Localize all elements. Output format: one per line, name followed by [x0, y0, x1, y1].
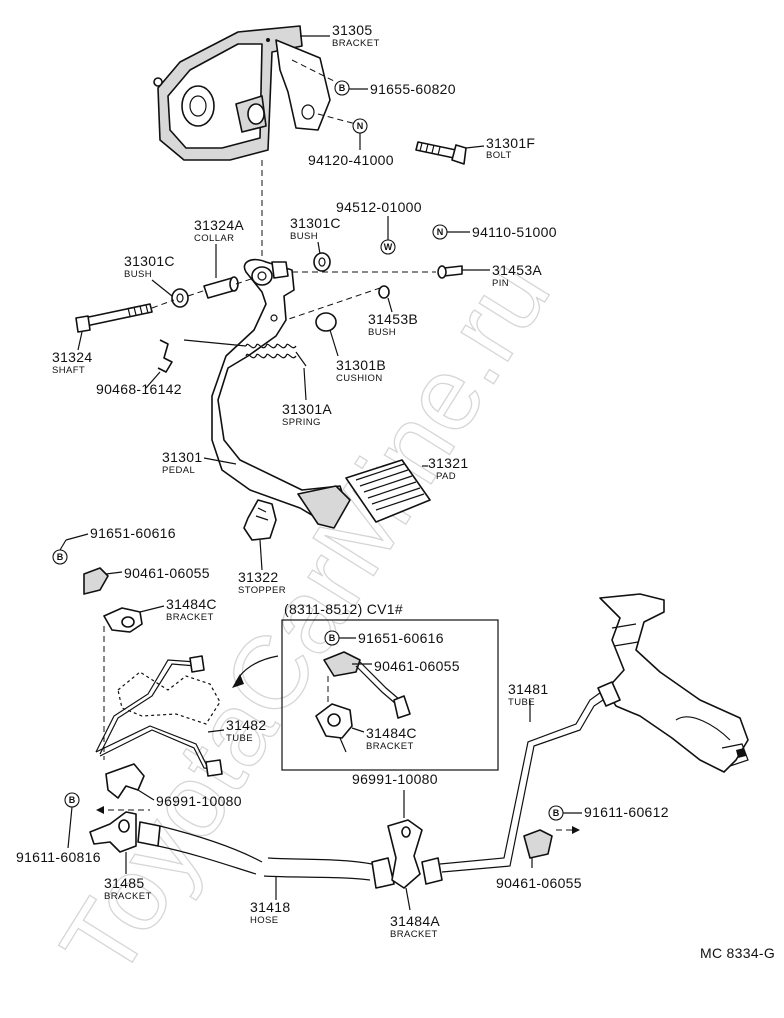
inset-part-90461-06055-number: 90461-06055 [374, 658, 460, 674]
inset-clamp-drawing [323, 651, 411, 719]
engine-wall-outline [117, 671, 221, 725]
part-31453a-number: 31453A [492, 262, 542, 278]
part-31484a-number: 31484A [390, 913, 440, 929]
inset-part-91651-60616-number: 91651-60616 [358, 630, 444, 646]
part-90468-16142-number: 90468-16142 [96, 381, 182, 397]
shaft-drawing [75, 303, 153, 333]
part-31301c-left-number: 31301C [124, 253, 175, 269]
clip-96991-left-drawing [105, 763, 145, 799]
marker-b-circle [334, 80, 350, 96]
pedal-pad-drawing [345, 459, 431, 523]
part-31482-name: TUBE [226, 733, 253, 744]
marker-n-label: N [357, 121, 364, 131]
part-91611-60612-number: 91611-60612 [584, 804, 669, 820]
bracket-31484a-drawing [387, 819, 423, 889]
tube-31481-drawing [421, 689, 607, 885]
part-31301c-left-name: BUSH [124, 269, 152, 280]
bush-31453b-drawing [378, 285, 390, 299]
inset-title: (8311-8512) CV1# [284, 601, 403, 617]
hose-31418-drawing [137, 821, 395, 889]
part-94120-41000-number: 94120-41000 [308, 152, 394, 168]
part-91611-60816-number: 91611-60816 [16, 849, 101, 865]
part-31301f-number: 31301F [486, 135, 535, 151]
collar-drawing [203, 276, 239, 299]
figure-code: MC 8334-G [700, 945, 775, 961]
part-31301b-number: 31301B [336, 357, 386, 373]
part-31305-name: BRACKET [332, 38, 380, 49]
part-31484c-name: BRACKET [166, 612, 214, 623]
part-31484a-name: BRACKET [390, 929, 438, 940]
part-31481-number: 31481 [508, 681, 548, 697]
bush-left-drawing [171, 288, 189, 308]
part-31301b-name: CUSHION [336, 373, 383, 384]
part-31301a-name: SPRING [282, 417, 321, 428]
part-96991-10080-left-number: 96991-10080 [156, 793, 242, 809]
master-cylinder-drawing [597, 593, 749, 773]
inset-part-31484c-number: 31484C [366, 725, 417, 741]
marker-n2-label: N [437, 227, 444, 237]
part-31301a-number: 31301A [282, 401, 332, 417]
pin-31453a-drawing [437, 265, 463, 279]
part-31301c-upper-number: 31301C [290, 215, 341, 231]
tube-31482-drawing [95, 655, 223, 777]
bolt-31301f-drawing [415, 141, 467, 165]
clutch-pedal-drawing [211, 258, 351, 529]
pedal-bracket-drawing [153, 25, 331, 161]
part-31324a-number: 31324A [194, 217, 244, 233]
marker-b3-label: B [69, 795, 76, 805]
clip-drawing [157, 339, 173, 373]
part-31321-name: PAD [436, 471, 456, 482]
part-31453b-number: 31453B [368, 311, 418, 327]
marker-w-circle [380, 239, 396, 255]
part-31324a-name: COLLAR [194, 233, 234, 244]
part-94512-01000-number: 94512-01000 [336, 199, 422, 215]
marker-b4-label: B [553, 808, 560, 818]
part-31481-name: TUBE [508, 697, 535, 708]
inset-bracket-drawing [315, 703, 353, 753]
part-31301-name: PEDAL [162, 465, 195, 476]
stopper-drawing [243, 499, 277, 541]
part-31484c-number: 31484C [166, 596, 217, 612]
inset-frame [281, 619, 499, 771]
part-90461-06055-number: 90461-06055 [124, 565, 210, 581]
part-31418-name: HOSE [250, 915, 279, 926]
inset-part-31484c-name: BRACKET [366, 741, 414, 752]
inset-marker-b-label: B [329, 633, 336, 643]
marker-b2-label: B [57, 552, 64, 562]
part-31305-number: 31305 [332, 22, 372, 38]
part-96991-10080-right-number: 96991-10080 [352, 771, 438, 787]
part-31301f-name: BOLT [486, 150, 512, 161]
clamp-drawing [83, 567, 109, 595]
part-31418-number: 31418 [250, 899, 290, 915]
part-94110-51000-number: 94110-51000 [472, 224, 557, 240]
marker-w-label: W [384, 242, 393, 252]
part-31301c-upper-name: BUSH [290, 231, 318, 242]
part-31321-number: 31321 [428, 455, 468, 471]
clamp-right-drawing [523, 829, 553, 859]
part-31482-number: 31482 [226, 717, 266, 733]
part-91655-60820-number: 91655-60820 [370, 81, 456, 97]
part-31485-name: BRACKET [104, 891, 152, 902]
part-31453a-name: PIN [492, 278, 509, 289]
part-31324-name: SHAFT [52, 365, 85, 376]
part-31322-name: STOPPER [238, 585, 286, 596]
spring-drawing [183, 339, 307, 367]
bracket-31485-drawing [89, 811, 137, 853]
part-31324-number: 31324 [52, 349, 92, 365]
part-91651-60616-number: 91651-60616 [90, 525, 176, 541]
part-31301-number: 31301 [162, 449, 202, 465]
part-31453b-name: BUSH [368, 327, 396, 338]
marker-b-label: B [339, 83, 346, 93]
cushion-drawing [315, 312, 337, 332]
part-90461-06055-right-number: 90461-06055 [496, 875, 582, 891]
part-31322-number: 31322 [238, 569, 278, 585]
part-31485-number: 31485 [104, 875, 144, 891]
bush-upper-drawing [313, 252, 331, 272]
bracket-31484c-drawing [103, 607, 143, 633]
